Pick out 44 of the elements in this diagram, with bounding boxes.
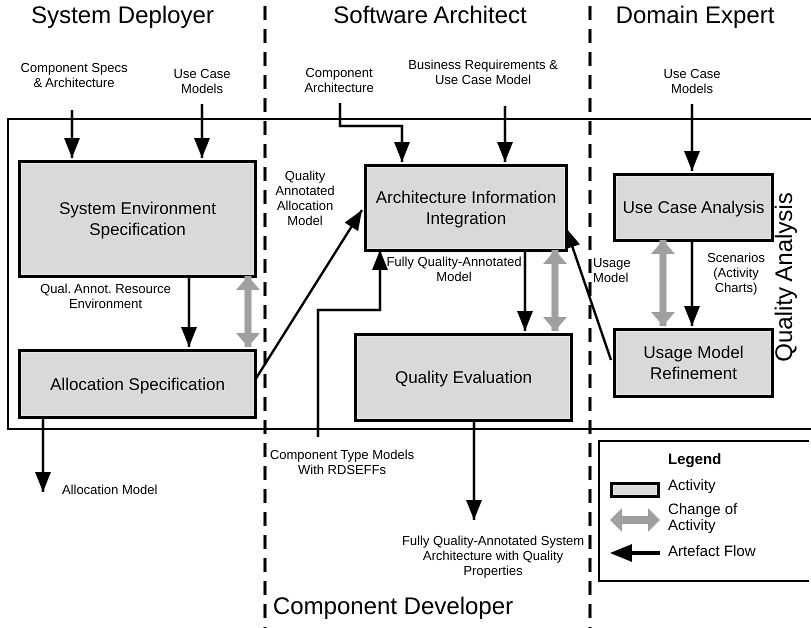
region-title: Quality Analysis [771, 191, 799, 364]
activity-box: Usage Model Refinement [613, 328, 774, 398]
arrow [564, 228, 612, 360]
lane-title: Domain Expert [614, 2, 776, 30]
activity-box: Architecture Information Integration [364, 164, 568, 252]
artefact-text: Component Specs & Architecture [18, 40, 130, 110]
edge-label: Allocation Model [62, 482, 158, 497]
arrow [497, 106, 513, 162]
arrow [338, 103, 410, 162]
arrow [517, 250, 533, 331]
activity-box: System Environment Specification [18, 160, 257, 278]
lane-title: System Deployer [30, 2, 215, 30]
arrow [684, 240, 700, 326]
legend-label: Change of Activity [668, 502, 738, 534]
activity-box: Allocation Specification [18, 349, 257, 419]
artefact-text: Fully Quality-Annotated System Architecture with Quality Properties [396, 520, 590, 590]
lane-title: Component Developer [272, 593, 514, 621]
artefact-text: Use Case Models [642, 58, 742, 104]
double-arrow [236, 276, 260, 347]
artefact-text: Use Case Models [152, 58, 252, 104]
legend-label: Activity [668, 478, 717, 494]
arrow [35, 417, 51, 492]
artefact-text: Business Requirements & Use Case Model [405, 38, 561, 106]
analysis-region [7, 118, 811, 430]
artefact-text: Component Architecture [280, 57, 398, 103]
double-arrow [543, 250, 567, 331]
legend-title: Legend [668, 452, 722, 468]
edge-label: Scenarios (Activity Charts) [706, 250, 766, 295]
arrow [684, 104, 700, 171]
edge-label: Usage Model [593, 255, 632, 285]
activity-box: Use Case Analysis [613, 173, 774, 242]
legend-label: Artefact Flow [668, 544, 757, 560]
arrow [181, 276, 197, 347]
arrow [64, 110, 80, 158]
edge-label: Quality Annotated Allocation Model [274, 168, 336, 228]
arrow [466, 420, 482, 520]
artefact-text: Component Type Models With RDSEFFs [268, 437, 416, 487]
activity-box: Quality Evaluation [354, 333, 573, 422]
arrow [194, 104, 210, 158]
arrow [316, 250, 388, 437]
double-arrow [651, 240, 675, 326]
edge-label: Qual. Annot. Resource Environment [39, 281, 172, 311]
edge-label: Fully Quality-Annotated Model [386, 254, 522, 284]
lane-title: Software Architect [332, 2, 528, 30]
